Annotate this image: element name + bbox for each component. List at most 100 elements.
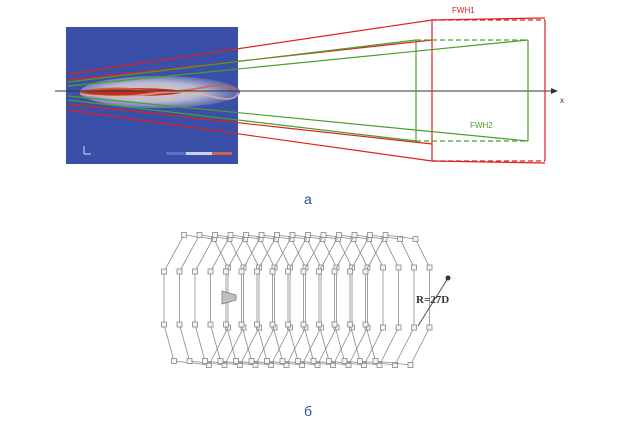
fwh2-surface xyxy=(67,39,529,142)
microphone-marker xyxy=(376,362,383,368)
microphone-marker xyxy=(395,264,402,271)
x-axis-arrow xyxy=(551,88,558,94)
microphone-marker xyxy=(310,358,317,364)
microphone-marker xyxy=(316,268,322,275)
microphone-rings xyxy=(161,232,433,368)
microphone-marker xyxy=(221,362,228,368)
microphone-ring xyxy=(349,234,415,366)
microphone-marker xyxy=(295,358,301,364)
radius-label: R=27D xyxy=(416,294,449,306)
microphone-marker xyxy=(326,358,332,364)
microphone-marker xyxy=(392,362,398,368)
microphone-marker xyxy=(258,232,265,238)
microphone-marker xyxy=(300,268,307,275)
microphone-marker xyxy=(289,232,296,238)
microphone-marker xyxy=(186,358,193,364)
microphone-marker xyxy=(192,321,198,328)
microphone-ring xyxy=(163,234,229,366)
fwh1-surface xyxy=(67,17,546,164)
microphone-marker xyxy=(320,232,327,238)
microphone-marker xyxy=(161,268,167,275)
microphone-marker xyxy=(283,362,290,368)
microphone-marker xyxy=(362,321,369,328)
x-axis-label: x xyxy=(560,96,564,105)
microphone-marker xyxy=(227,232,234,238)
axes-triad xyxy=(83,146,91,155)
microphone-marker xyxy=(285,268,291,275)
microphone-marker xyxy=(382,232,389,238)
microphone-marker xyxy=(412,236,419,242)
microphone-marker xyxy=(223,321,229,328)
microphone-marker xyxy=(305,232,311,238)
microphone-marker xyxy=(361,362,367,368)
microphone-marker xyxy=(192,268,198,275)
microphone-marker xyxy=(411,264,417,271)
microphone-marker xyxy=(380,324,386,331)
microphone-marker xyxy=(411,324,417,331)
microphone-marker xyxy=(299,362,305,368)
microphone-marker xyxy=(407,362,414,368)
microphone-ring xyxy=(287,234,353,366)
microphone-marker xyxy=(314,362,321,368)
microphone-marker xyxy=(316,321,322,328)
microphone-marker xyxy=(202,358,208,364)
microphone-marker xyxy=(397,236,403,242)
microphone-marker xyxy=(269,268,276,275)
microphone-marker xyxy=(207,321,214,328)
microphone-marker xyxy=(269,321,276,328)
microphone-marker xyxy=(380,264,386,271)
microphone-marker xyxy=(330,362,336,368)
microphone-marker xyxy=(233,358,239,364)
microphone-ring xyxy=(210,234,275,366)
microphone-marker xyxy=(212,232,218,238)
microphone-ring xyxy=(334,234,399,366)
microphone-marker xyxy=(237,362,243,368)
radius-line xyxy=(417,277,449,327)
microphone-ring xyxy=(318,234,384,366)
microphone-marker xyxy=(238,321,245,328)
fwh1-label: FWH1 xyxy=(452,6,475,15)
microphone-marker xyxy=(341,358,348,364)
microphone-marker xyxy=(171,358,177,364)
color-bar xyxy=(166,152,232,155)
microphone-ring xyxy=(303,234,368,366)
caption-a: а xyxy=(304,191,312,207)
caption-b: б xyxy=(304,403,313,419)
microphone-ring xyxy=(241,234,306,366)
microphone-marker xyxy=(372,358,379,364)
microphone-marker xyxy=(196,232,203,238)
microphone-marker xyxy=(161,321,167,328)
microphone-marker xyxy=(345,362,352,368)
microphone-marker xyxy=(331,268,338,275)
microphone-marker xyxy=(217,358,224,364)
microphone-marker xyxy=(176,268,183,275)
microphone-marker xyxy=(357,358,363,364)
microphone-marker xyxy=(336,232,342,238)
nozzle xyxy=(221,290,237,305)
microphone-marker xyxy=(252,362,259,368)
microphone-marker xyxy=(181,232,187,238)
microphone-marker xyxy=(347,321,353,328)
microphone-marker xyxy=(274,232,280,238)
microphone-marker xyxy=(268,362,274,368)
fwh2-label: FWH2 xyxy=(470,121,493,130)
microphone-ring xyxy=(272,234,337,366)
microphone-marker xyxy=(264,358,270,364)
microphone-marker xyxy=(367,232,373,238)
microphone-marker xyxy=(254,268,260,275)
microphone-marker xyxy=(207,268,214,275)
microphone-marker xyxy=(254,321,260,328)
microphone-array-diagram: R=27D xyxy=(161,232,451,368)
microphone-marker xyxy=(347,268,353,275)
microphone-marker xyxy=(395,324,402,331)
microphone-marker xyxy=(331,321,338,328)
microphone-ring xyxy=(256,234,322,366)
microphone-marker xyxy=(176,321,183,328)
fwh-surfaces-diagram: x FWH1 FWH2 xyxy=(55,6,564,164)
microphone-marker xyxy=(285,321,291,328)
microphone-marker xyxy=(351,232,358,238)
microphone-marker xyxy=(238,268,245,275)
microphone-marker xyxy=(248,358,255,364)
microphone-marker xyxy=(426,264,433,271)
microphone-marker xyxy=(223,268,229,275)
